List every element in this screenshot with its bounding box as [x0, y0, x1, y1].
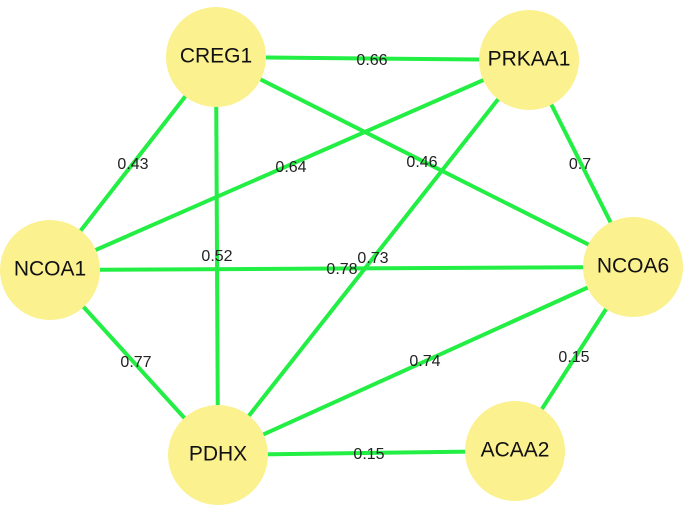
- edge-weight-label: 0.77: [120, 354, 151, 371]
- node-ncoa1: NCOA1: [0, 220, 100, 320]
- node-label: NCOA1: [14, 258, 86, 281]
- node-circle: [583, 217, 683, 317]
- edge-weight-label: 0.64: [275, 159, 306, 176]
- edge-weight-label: 0.7: [569, 156, 591, 173]
- node-ncoa6: NCOA6: [583, 217, 683, 317]
- node-creg1: CREG1: [166, 7, 266, 107]
- edge-prkaa1-pdhx: [216, 58, 531, 457]
- edge-ncoa6-pdhx: [216, 265, 635, 457]
- edge-weight-label: 0.43: [117, 156, 148, 173]
- node-label: ACAA2: [481, 439, 550, 462]
- edge-labels-layer: 0.66 0.43 0.64 0.46 0.7 0.52 0.780.73 0.77 0.74 0…: [117, 52, 591, 463]
- edge-ncoa1-ncoa6: [48, 265, 635, 272]
- node-circle: [465, 401, 565, 501]
- edge-prkaa1-ncoa1: [48, 58, 531, 272]
- edges-layer: [48, 55, 635, 457]
- edge-creg1-pdhx: [214, 55, 220, 457]
- node-acaa2: ACAA2: [465, 401, 565, 501]
- edge-weight-label: 0.74: [409, 353, 440, 370]
- node-label: PRKAA1: [488, 48, 571, 71]
- edge-weight-label: 0.15: [558, 349, 589, 366]
- node-circle: [166, 7, 266, 107]
- node-prkaa1: PRKAA1: [479, 10, 579, 110]
- node-circle: [0, 220, 100, 320]
- edge-weight-label: 0.52: [201, 248, 232, 265]
- edge-weight-label: 0.46: [406, 154, 437, 171]
- edge-weight-label: 0.78: [326, 261, 357, 278]
- edge-weight-label: 0.73: [357, 250, 388, 267]
- node-pdhx: PDHX: [168, 405, 268, 505]
- node-circle: [479, 10, 579, 110]
- node-label: CREG1: [180, 45, 252, 68]
- edge-creg1-ncoa6: [214, 55, 635, 269]
- node-label: NCOA6: [597, 255, 669, 278]
- edge-weight-label: 0.15: [353, 446, 384, 463]
- edge-creg1-prkaa1: [214, 55, 531, 62]
- edge-weight-label: 0.66: [356, 52, 387, 69]
- node-label: PDHX: [189, 443, 247, 466]
- node-circle: [168, 405, 268, 505]
